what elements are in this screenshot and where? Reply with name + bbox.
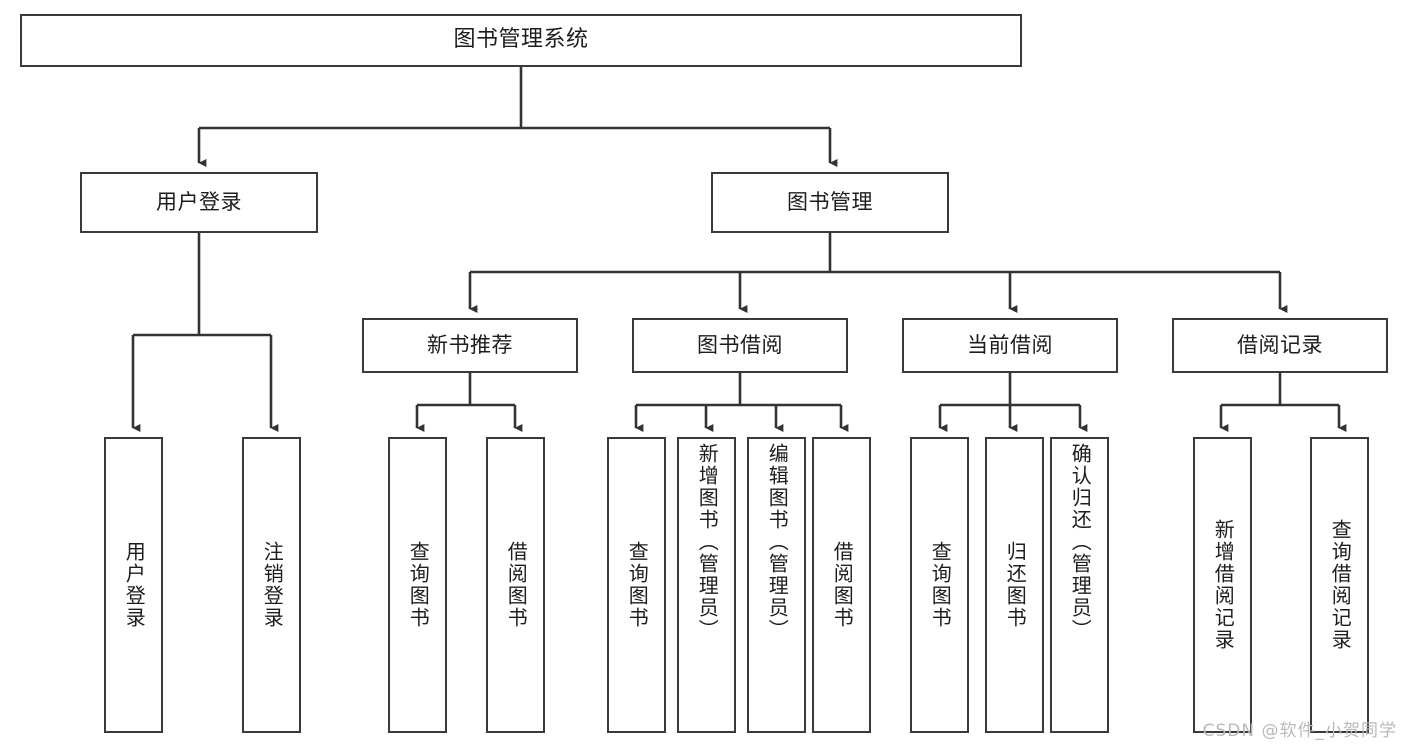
node-user-login[interactable]: 用户登录 — [80, 172, 318, 233]
node-label: 新书推荐 — [427, 332, 513, 357]
node-label: 新增借阅记录 — [1211, 519, 1236, 651]
leaf-book-borrow-query-book[interactable]: 查询图书 — [607, 437, 666, 733]
node-label: 查询借阅记录 — [1328, 519, 1353, 651]
node-label: 用户登录 — [156, 189, 242, 214]
leaf-new-book-query-book[interactable]: 查询图书 — [388, 437, 447, 733]
node-label: 查询图书 — [625, 541, 650, 629]
leaf-current-borrow-confirm-return-admin[interactable]: 确认归还（管理员） — [1050, 437, 1109, 733]
leaf-user-login-login[interactable]: 用户登录 — [104, 437, 163, 733]
leaf-current-borrow-query-book[interactable]: 查询图书 — [910, 437, 969, 733]
node-new-book-recommend[interactable]: 新书推荐 — [362, 318, 578, 373]
leaf-new-book-borrow-book[interactable]: 借阅图书 — [486, 437, 545, 733]
csdn-watermark: CSDN @软件_小贺同学 — [1202, 721, 1397, 741]
node-label: 归还图书 — [1003, 541, 1028, 629]
node-current-borrow[interactable]: 当前借阅 — [902, 318, 1118, 373]
node-label: 查询图书 — [928, 541, 953, 629]
leaf-current-borrow-return-book[interactable]: 归还图书 — [985, 437, 1044, 733]
node-label: 图书管理系统 — [453, 27, 589, 53]
node-label: 查询图书 — [406, 541, 431, 629]
node-label: 图书管理 — [787, 189, 873, 214]
node-label: 借阅记录 — [1237, 332, 1323, 357]
node-book-borrow[interactable]: 图书借阅 — [632, 318, 848, 373]
node-label: 编辑图书（管理员） — [765, 443, 790, 641]
node-label: 注销登录 — [260, 541, 285, 629]
leaf-borrow-record-add-record[interactable]: 新增借阅记录 — [1193, 437, 1252, 733]
leaf-book-borrow-borrow-book[interactable]: 借阅图书 — [812, 437, 871, 733]
leaf-book-borrow-edit-book-admin[interactable]: 编辑图书（管理员） — [747, 437, 806, 733]
node-borrow-record[interactable]: 借阅记录 — [1172, 318, 1388, 373]
node-label: 当前借阅 — [967, 332, 1053, 357]
leaf-book-borrow-add-book-admin[interactable]: 新增图书（管理员） — [677, 437, 736, 733]
leaf-borrow-record-query-record[interactable]: 查询借阅记录 — [1310, 437, 1369, 733]
leaf-user-login-logout[interactable]: 注销登录 — [242, 437, 301, 733]
node-label: 图书借阅 — [697, 332, 783, 357]
node-label: 新增图书（管理员） — [695, 443, 720, 641]
node-label: 用户登录 — [122, 541, 147, 629]
node-root-book-management-system[interactable]: 图书管理系统 — [20, 14, 1022, 67]
node-label: 确认归还（管理员） — [1068, 443, 1093, 641]
node-label: 借阅图书 — [830, 541, 855, 629]
node-book-management[interactable]: 图书管理 — [711, 172, 949, 233]
node-label: 借阅图书 — [504, 541, 529, 629]
